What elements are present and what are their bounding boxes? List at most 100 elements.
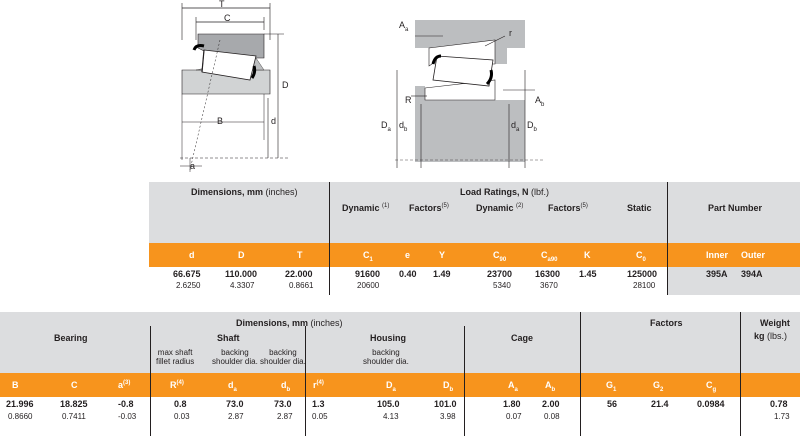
table2-dimensions-header: Dimensions, mm (inches) <box>236 318 343 328</box>
label-da: da <box>511 120 520 133</box>
label-T: T <box>219 0 225 9</box>
val2-r-mm: 1.3 <box>312 399 325 409</box>
table2-weight: Weight <box>760 318 790 328</box>
val2-Aa-in: 0.07 <box>506 412 522 421</box>
val2-Db-in: 3.98 <box>440 412 456 421</box>
val2-Cg: 0.0984 <box>697 399 725 409</box>
val2-Ab-mm: 2.00 <box>542 399 560 409</box>
label-Db: Db <box>527 120 537 133</box>
col2-db: db <box>281 380 291 393</box>
label-a: a <box>190 161 196 171</box>
col-inner: Inner <box>706 250 729 260</box>
label-B: B <box>217 116 224 126</box>
table2-header-bg <box>0 312 800 373</box>
val-T-in: 0.8661 <box>289 281 314 290</box>
val2-Da-in: 4.13 <box>383 412 399 421</box>
val2-B-mm: 21.996 <box>6 399 34 409</box>
bearing-diagram-left: T C D B d a <box>160 0 310 178</box>
val-T-mm: 22.000 <box>285 269 313 279</box>
val-C90-in: 5340 <box>493 281 511 290</box>
val2-Aa-mm: 1.80 <box>503 399 521 409</box>
label-r: r <box>509 28 512 38</box>
col-C1: C1 <box>363 250 373 263</box>
table1-partnum-bg <box>667 267 800 295</box>
col2-Ab: Ab <box>545 380 556 393</box>
val2-R-mm: 0.8 <box>174 399 187 409</box>
val2-db-mm: 73.0 <box>274 399 292 409</box>
table2-factors: Factors <box>650 318 683 328</box>
val2-Db-mm: 101.0 <box>434 399 457 409</box>
table1-part-number: Part Number <box>708 203 763 213</box>
mounting-cross-section-drawing <box>395 20 545 168</box>
col2-Db: Db <box>443 380 454 393</box>
col-Y: Y <box>439 250 446 260</box>
val2-G2: 21.4 <box>651 399 669 409</box>
val2-weight-kg: 0.78 <box>770 399 788 409</box>
val-d-in: 2.6250 <box>176 281 201 290</box>
col-D: D <box>238 250 245 260</box>
col2-B: B <box>12 380 19 390</box>
col-Ca90: Ca90 <box>541 250 558 263</box>
val2-R-in: 0.03 <box>174 412 190 421</box>
table1-dynamic1: Dynamic (1) <box>342 203 390 213</box>
label-C: C <box>224 13 231 23</box>
bearing-cross-section-drawing <box>180 3 290 172</box>
val-d-mm: 66.675 <box>173 269 201 279</box>
table-load-ratings: Dimensions, mm (inches) Load Ratings, N … <box>149 182 800 295</box>
table2-bearing: Bearing <box>54 333 88 343</box>
label-d: d <box>271 116 277 126</box>
col-outer: Outer <box>741 250 766 260</box>
col-C90: C90 <box>493 250 507 263</box>
val2-B-in: 0.8660 <box>8 412 33 421</box>
col2-Aa: Aa <box>508 380 518 393</box>
val-Y-mm: 1.49 <box>433 269 451 279</box>
table2-housing: Housing <box>370 333 406 343</box>
table1-factors2: Factors(5) <box>548 203 588 213</box>
col2-C: C <box>71 380 78 390</box>
col-T: T <box>297 250 303 260</box>
val-C0-mm: 125000 <box>627 269 658 279</box>
table1-subheader-bg <box>149 243 800 267</box>
val-inner: 395A <box>706 269 728 279</box>
col2-a: a(3) <box>118 380 131 390</box>
table2-weight-unit: kg (lbs.) <box>754 331 788 341</box>
table1-dimensions-header: Dimensions, mm (inches) <box>191 187 298 197</box>
val2-a-mm: -0.8 <box>118 399 134 409</box>
col2-da: da <box>228 380 237 393</box>
val2-Da-mm: 105.0 <box>377 399 400 409</box>
val2-C-in: 0.7411 <box>62 412 86 421</box>
val-Ca90-mm: 16300 <box>535 269 561 279</box>
val-Ca90-in: 3670 <box>540 281 558 290</box>
val2-Ab-in: 0.08 <box>544 412 560 421</box>
table1-factors1: Factors(5) <box>409 203 449 213</box>
val-C1-in: 20600 <box>357 281 380 290</box>
label-Ab: Ab <box>535 95 545 108</box>
val2-a-in: -0.03 <box>118 412 137 421</box>
val-outer: 394A <box>741 269 763 279</box>
val2-db-in: 2.87 <box>277 412 293 421</box>
table2-subheader-bg <box>0 373 800 397</box>
val-D-in: 4.3307 <box>230 281 255 290</box>
col-C0: C0 <box>636 250 646 263</box>
col2-Cg: Cg <box>706 380 717 393</box>
val2-weight-lbs: 1.73 <box>774 412 790 421</box>
col-d: d <box>189 250 195 260</box>
table-dimensions: Dimensions, mm (inches) Bearing Shaft Ho… <box>0 312 800 436</box>
col2-r: r(4) <box>313 380 324 390</box>
val2-C-mm: 18.825 <box>60 399 88 409</box>
val2-G1: 56 <box>607 399 618 409</box>
val-C90-mm: 23700 <box>487 269 513 279</box>
label-Aa: Aa <box>399 20 409 33</box>
table1-dynamic2: Dynamic (2) <box>476 203 524 213</box>
val-K-mm: 1.45 <box>579 269 597 279</box>
table1-load-header: Load Ratings, N (lbf.) <box>460 187 550 197</box>
table1-static: Static <box>627 203 652 213</box>
table1-header-bg <box>149 182 800 243</box>
val2-r-in: 0.05 <box>312 412 328 421</box>
val-C0-in: 28100 <box>633 281 656 290</box>
val-e-mm: 0.40 <box>399 269 417 279</box>
